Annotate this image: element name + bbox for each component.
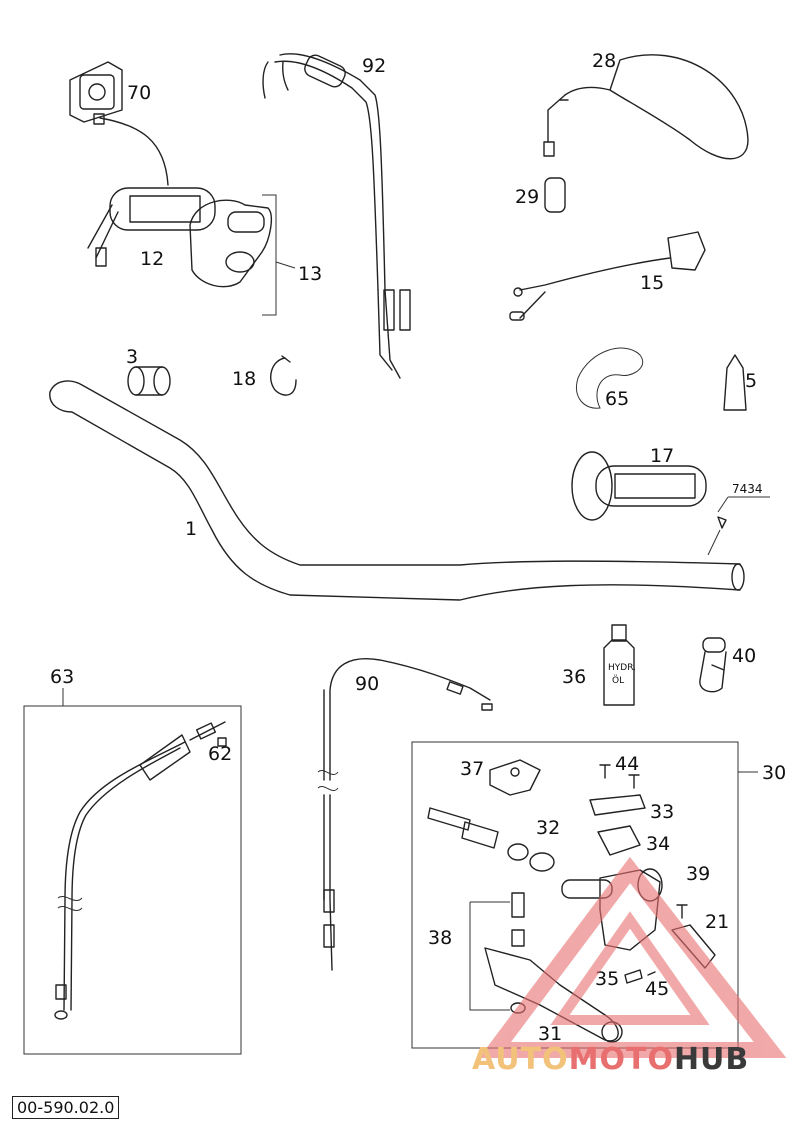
callout-36: 36	[562, 666, 586, 688]
callout-13: 13	[298, 263, 322, 285]
callout-40: 40	[732, 645, 756, 667]
oil-label-line1: HYDR.	[608, 663, 636, 673]
part-18-clamp	[270, 355, 297, 396]
callout-17: 17	[650, 445, 674, 467]
part-29-adapter	[544, 177, 566, 213]
part-38-lever-pin-set	[469, 892, 526, 1014]
watermark-wordmark: AUTOMOTOHUB	[472, 1042, 750, 1077]
part-65-pad	[576, 347, 643, 409]
oil-label-line2: ÖL	[612, 675, 624, 686]
watermark-triangle-logo	[479, 856, 787, 1058]
callout-70: 70	[127, 82, 151, 104]
callout-12: 12	[140, 248, 164, 270]
callout-3: 3	[126, 346, 138, 368]
part-15-kill-switch	[509, 231, 706, 321]
callout-92: 92	[362, 55, 386, 77]
callout-39: 39	[686, 863, 710, 885]
part-90-choke-cable	[317, 658, 493, 971]
callout-29: 29	[515, 186, 539, 208]
callout-32: 32	[536, 817, 560, 839]
part-17-grip	[571, 451, 707, 521]
part-28-mirror	[543, 54, 749, 160]
callout-38: 38	[428, 927, 452, 949]
callout-7434: 7434	[732, 482, 763, 496]
part-44-screws	[599, 764, 640, 789]
part-62-nipple	[217, 737, 227, 747]
callout-5: 5	[745, 370, 757, 392]
callout-90: 90	[355, 673, 379, 695]
callout-45: 45	[645, 978, 669, 1000]
callout-35: 35	[595, 968, 619, 990]
callout-28: 28	[592, 50, 616, 72]
callout-33: 33	[650, 801, 674, 823]
callout-65: 65	[605, 388, 629, 410]
part-13-throttle-housing	[189, 194, 296, 316]
callout-31: 31	[538, 1023, 562, 1045]
part-33-reservoir-cover	[589, 794, 646, 816]
part-5-tube	[723, 354, 747, 411]
callout-30: 30	[762, 762, 786, 784]
kit-63-box	[23, 705, 242, 1055]
callout-44: 44	[615, 753, 639, 775]
part-32-piston-set	[427, 807, 555, 872]
part-1-handlebar	[49, 380, 745, 601]
part-3-spacer	[127, 366, 171, 396]
callout-18: 18	[232, 368, 256, 390]
part-35-part-45-small-parts	[624, 969, 656, 984]
callout-34: 34	[646, 833, 670, 855]
document-code: 00-590.02.0	[12, 1096, 120, 1119]
part-7434-wedge	[707, 496, 770, 556]
part-37-clamp-cap	[489, 759, 541, 796]
callout-63: 63	[50, 666, 74, 688]
part-92-throttle-cables	[262, 53, 411, 379]
part-36-oil-bottle: HYDR. ÖL	[603, 624, 636, 706]
part-34-diaphragm	[597, 825, 641, 856]
part-40-bracket	[699, 637, 727, 693]
callout-15: 15	[640, 272, 664, 294]
callout-62: 62	[208, 743, 232, 765]
callout-21: 21	[705, 911, 729, 933]
callout-37: 37	[460, 758, 484, 780]
callout-1: 1	[185, 518, 197, 540]
part-70-throttle-cover	[69, 61, 169, 186]
part-63-clutch-cable	[54, 721, 226, 1020]
